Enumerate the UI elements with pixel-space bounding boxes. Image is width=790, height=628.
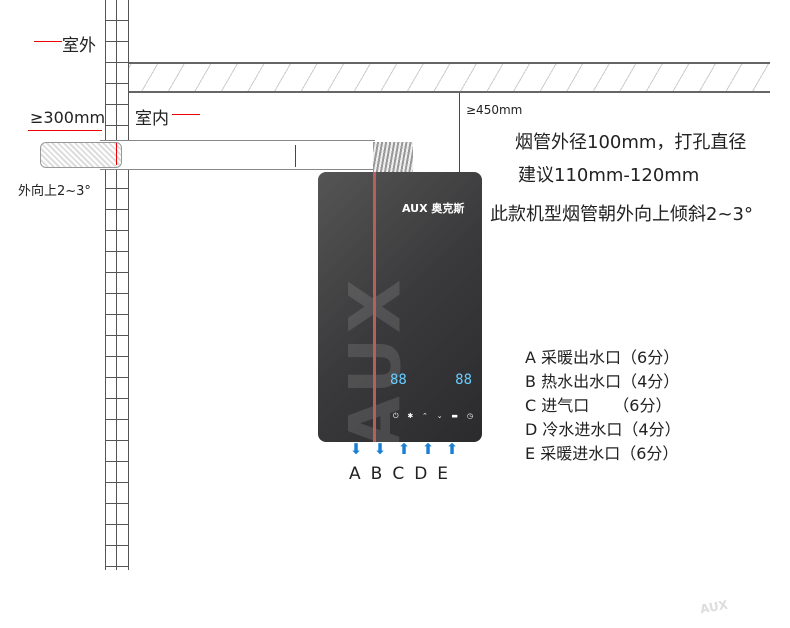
note-line-2: 建议110mm-120mm	[518, 165, 700, 186]
port-a: A	[349, 464, 361, 484]
legend-item: B 热水出水口（4分）	[525, 372, 680, 391]
legend-item: E 采暖进水口（6分）	[525, 444, 679, 463]
wall-clearance-dimension	[28, 130, 102, 131]
wall-clearance-label: ≥300mm	[30, 108, 106, 127]
heater-stripe	[373, 172, 376, 442]
port-c: C	[392, 464, 405, 484]
corner-watermark: AUX	[698, 597, 729, 617]
touch-keys[interactable]: ⏻ ✱ ⌃ ⌄ ▬ ◷	[393, 412, 473, 421]
flue-pipe	[100, 140, 375, 170]
mode-icon[interactable]: ▬	[451, 412, 459, 420]
legend-item: D 冷水进水口（4分）	[525, 420, 681, 439]
display-left: 88	[390, 372, 407, 388]
heater-display: 88 88	[390, 372, 472, 400]
down-icon[interactable]: ⌄	[436, 412, 443, 420]
display-right: 88	[455, 372, 472, 388]
indoor-arrow-icon	[172, 114, 200, 115]
flue-terminal	[40, 142, 122, 168]
arrow-up-icon: ⬆	[445, 440, 459, 458]
pipe-height-dimension-right	[295, 145, 296, 167]
water-heater: AUX AUX 奥克斯 88 88 ⏻✱⌃⌄▬◷	[318, 172, 482, 442]
legend-item: A 采暖出水口（6分）	[525, 348, 680, 367]
arrow-down-icon: ⬇	[373, 440, 387, 458]
heater-brand-logo: AUX 奥克斯	[402, 202, 465, 215]
outdoor-arrow-icon	[34, 41, 62, 42]
port-d: D	[414, 464, 428, 484]
ceiling-slab	[105, 62, 770, 93]
pipe-height-dimension-left	[116, 143, 117, 165]
note-line-1: 烟管外径100mm，打孔直径	[515, 132, 747, 153]
port-arrows: ⬇ ⬇ ⬆ ⬆ ⬆	[347, 442, 461, 457]
indoor-label: 室内	[135, 109, 169, 129]
arrow-up-icon: ⬆	[421, 440, 435, 458]
arrow-down-icon: ⬇	[349, 440, 363, 458]
arrow-up-icon: ⬆	[397, 440, 411, 458]
exterior-wall	[105, 0, 129, 570]
port-b: B	[370, 464, 383, 484]
tilt-label: 外向上2~3°	[18, 184, 91, 199]
flue-elbow	[373, 142, 413, 172]
outdoor-label: 室外	[62, 36, 96, 56]
timer-icon[interactable]: ◷	[466, 412, 473, 420]
note-line-3: 此款机型烟管朝外向上倾斜2~3°	[490, 204, 753, 225]
heating-icon[interactable]: ✱	[407, 412, 414, 420]
power-icon[interactable]: ⏻	[393, 412, 399, 420]
port-legend: A 采暖出水口（6分） B 热水出水口（4分） C 进气口 （6分） D 冷水进…	[525, 346, 681, 466]
legend-item: C 进气口 （6分）	[525, 396, 672, 415]
ceiling-clearance-label: ≥450mm	[466, 103, 523, 117]
port-letters: A B C D E	[349, 464, 448, 484]
port-e: E	[437, 464, 449, 484]
up-icon[interactable]: ⌃	[422, 412, 428, 420]
ceiling-clearance-dimension	[459, 93, 460, 173]
